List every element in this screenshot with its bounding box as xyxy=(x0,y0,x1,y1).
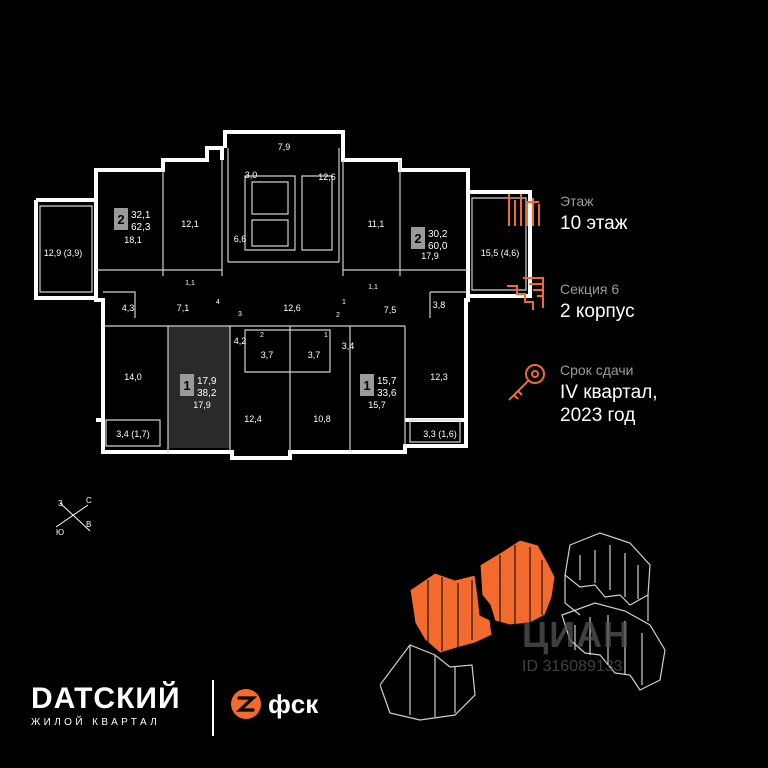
room-label: 6,6 xyxy=(234,234,247,244)
building-other-2 xyxy=(561,602,666,691)
compass-north: С xyxy=(86,497,92,505)
apt-badge-2-left[interactable]: 2 32,1 62,3 xyxy=(114,208,151,233)
door-number: 4 xyxy=(216,299,220,306)
building-selected-lines xyxy=(427,545,543,651)
svg-text:30,2: 30,2 xyxy=(428,229,448,240)
room-labels: 7,9 3,0 12,6 12,9 (3,9) 18,1 12,1 6,6 11… xyxy=(44,142,520,439)
delivery-value-line1: IV квартал, xyxy=(560,382,658,403)
room-label: 12,9 (3,9) xyxy=(44,248,83,258)
compass-south: Ю xyxy=(56,528,64,537)
building-other-1 xyxy=(564,532,651,621)
room-label: 4,2 xyxy=(234,336,247,346)
section-label: Секция 6 xyxy=(560,281,620,297)
door-number: 1 xyxy=(342,299,346,306)
watermark: ЦИАН ID 316089133 xyxy=(522,614,630,676)
svg-text:60,0: 60,0 xyxy=(428,241,448,252)
room-label: 12,3 xyxy=(430,372,448,382)
room-label: 1,1 xyxy=(368,284,378,291)
room-label: 4,3 xyxy=(122,303,135,313)
room-label: 7,1 xyxy=(177,303,190,313)
room-label: 3,7 xyxy=(308,350,321,360)
room-label: 15,7 xyxy=(368,400,386,410)
room-label: 17,9 xyxy=(193,400,211,410)
svg-text:62,3: 62,3 xyxy=(131,222,151,233)
room-label: 3,0 xyxy=(245,170,258,180)
svg-text:2: 2 xyxy=(117,212,124,227)
brand-subtitle: ЖИЛОЙ КВАРТАЛ xyxy=(31,717,161,728)
building-other-3 xyxy=(380,644,476,721)
section-stairs-icon xyxy=(507,277,544,310)
svg-text:32,1: 32,1 xyxy=(131,210,151,221)
door-number: 1 xyxy=(324,332,328,339)
room-label: 3,4 xyxy=(342,341,355,351)
room-label: 12,6 xyxy=(283,303,301,313)
apt-badge-1-left[interactable]: 1 17,9 38,2 xyxy=(180,374,217,399)
room-label: 3,8 xyxy=(433,300,446,310)
developer-logo: фск xyxy=(230,688,318,720)
watermark-logo: ЦИАН xyxy=(522,614,631,655)
svg-text:38,2: 38,2 xyxy=(197,388,217,399)
room-label: 3,4 (1,7) xyxy=(116,429,150,439)
brand-divider xyxy=(212,680,214,736)
room-label: 18,1 xyxy=(124,235,142,245)
room-label: 14,0 xyxy=(124,372,142,382)
svg-text:2: 2 xyxy=(414,231,421,246)
room-label: 11,1 xyxy=(368,219,385,229)
room-label: 17,9 xyxy=(421,251,439,261)
svg-text:1: 1 xyxy=(363,378,370,393)
door-number: 2 xyxy=(336,312,340,319)
room-label: 15,5 (4,6) xyxy=(481,248,520,258)
svg-text:17,9: 17,9 xyxy=(197,376,217,387)
key-icon xyxy=(508,364,545,401)
door-number: 2 xyxy=(260,332,264,339)
svg-text:15,7: 15,7 xyxy=(377,376,397,387)
svg-text:1: 1 xyxy=(183,378,190,393)
apt-badge-1-right[interactable]: 1 15,7 33,6 xyxy=(360,374,397,399)
compass: З С Ю В xyxy=(55,497,92,537)
brand-logo: DATСКИЙ ЖИЛОЙ КВАРТАЛ xyxy=(31,682,181,729)
door-number: 3 xyxy=(238,311,242,318)
developer-name: фск xyxy=(268,688,319,719)
highlight-apt-1-left xyxy=(168,326,230,448)
room-label: 12,6 xyxy=(318,172,336,182)
svg-text:33,6: 33,6 xyxy=(377,388,397,399)
floor-value: 10 этаж xyxy=(560,213,628,234)
delivery-label: Срок сдачи xyxy=(560,362,634,378)
room-label: 12,4 xyxy=(244,414,262,424)
watermark-id: ID 316089133 xyxy=(522,658,623,675)
room-label: 10,8 xyxy=(313,414,331,424)
room-label: 7,5 xyxy=(384,305,397,315)
room-label: 12,1 xyxy=(181,219,199,229)
compass-east: В xyxy=(86,520,91,529)
delivery-value-line2: 2023 год xyxy=(560,405,636,426)
room-label: 1,1 xyxy=(185,280,195,287)
floor-icon xyxy=(508,194,540,226)
walls xyxy=(34,130,532,460)
section-value: 2 корпус xyxy=(560,301,635,322)
apt-badge-2-right[interactable]: 2 30,2 60,0 xyxy=(411,227,448,252)
complex-schematic xyxy=(380,532,666,721)
floor-label: Этаж xyxy=(560,193,594,209)
fsk-logo-icon xyxy=(231,689,261,719)
delivery-info: Срок сдачи IV квартал, 2023 год xyxy=(560,362,658,427)
room-label: 3,3 (1,6) xyxy=(423,429,457,439)
section-info: Секция 6 2 корпус xyxy=(560,281,635,323)
room-label: 3,7 xyxy=(261,350,274,360)
compass-west: З xyxy=(58,499,63,508)
floor-info: Этаж 10 этаж xyxy=(560,193,627,235)
room-label: 7,9 xyxy=(278,142,291,152)
brand-title: DATСКИЙ xyxy=(31,682,181,715)
